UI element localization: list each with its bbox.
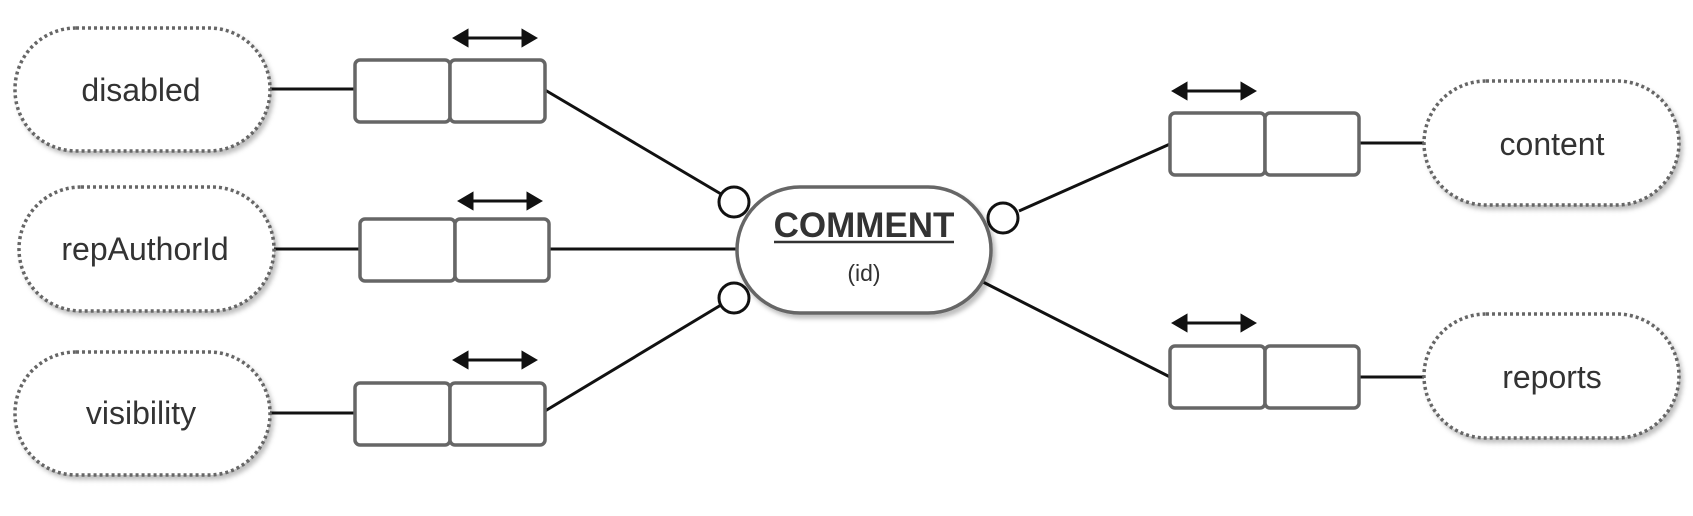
relation-box-reports-right: [1263, 344, 1361, 410]
entity-oval-comment: [735, 185, 993, 315]
double-arrow-icon: [452, 350, 538, 370]
attribute-oval-content: [1422, 79, 1681, 207]
entity-title: COMMENT: [774, 206, 955, 245]
double-arrow-icon: [457, 191, 543, 211]
connector-reports-entity: [982, 280, 1171, 379]
relation-box-repauthorid-right: [453, 217, 551, 283]
relation-box-content-left: [1168, 111, 1267, 177]
connector-content-entity: [1018, 142, 1171, 213]
attribute-oval-repauthorid: [17, 185, 276, 313]
relation-box-disabled-left: [353, 58, 452, 124]
relation-box-content-right: [1263, 111, 1361, 177]
attribute-oval-disabled: [13, 26, 272, 153]
attribute-label-reports: reports: [1502, 359, 1602, 395]
attribute-oval-visibility: [13, 350, 272, 477]
relation-box-disabled-right: [448, 58, 547, 124]
connectors: [270, 87, 1424, 415]
relation-box-visibility-left: [353, 381, 452, 447]
attribute-label-visibility: visibility: [86, 395, 196, 431]
double-arrow-icon: [1171, 313, 1257, 333]
double-arrow-icon: [1171, 81, 1257, 101]
attribute-label-content: content: [1500, 126, 1605, 162]
relation-box-reports-left: [1168, 344, 1267, 410]
cardinality-circle-content: [986, 201, 1020, 235]
relation-box-repauthorid-left: [358, 217, 457, 283]
cardinality-circle-disabled: [717, 185, 751, 219]
attribute-oval-reports: [1422, 312, 1681, 440]
attribute-label-repauthorid: repAuthorId: [61, 231, 228, 267]
entity-key: (id): [847, 260, 880, 286]
connector-visibility-entity: [544, 303, 722, 413]
double-arrow-icon: [452, 28, 538, 48]
cardinality-circle-visibility: [717, 281, 751, 315]
relation-box-visibility-right: [448, 381, 547, 447]
attribute-label-disabled: disabled: [81, 72, 200, 108]
connector-disabled-entity: [544, 88, 722, 196]
